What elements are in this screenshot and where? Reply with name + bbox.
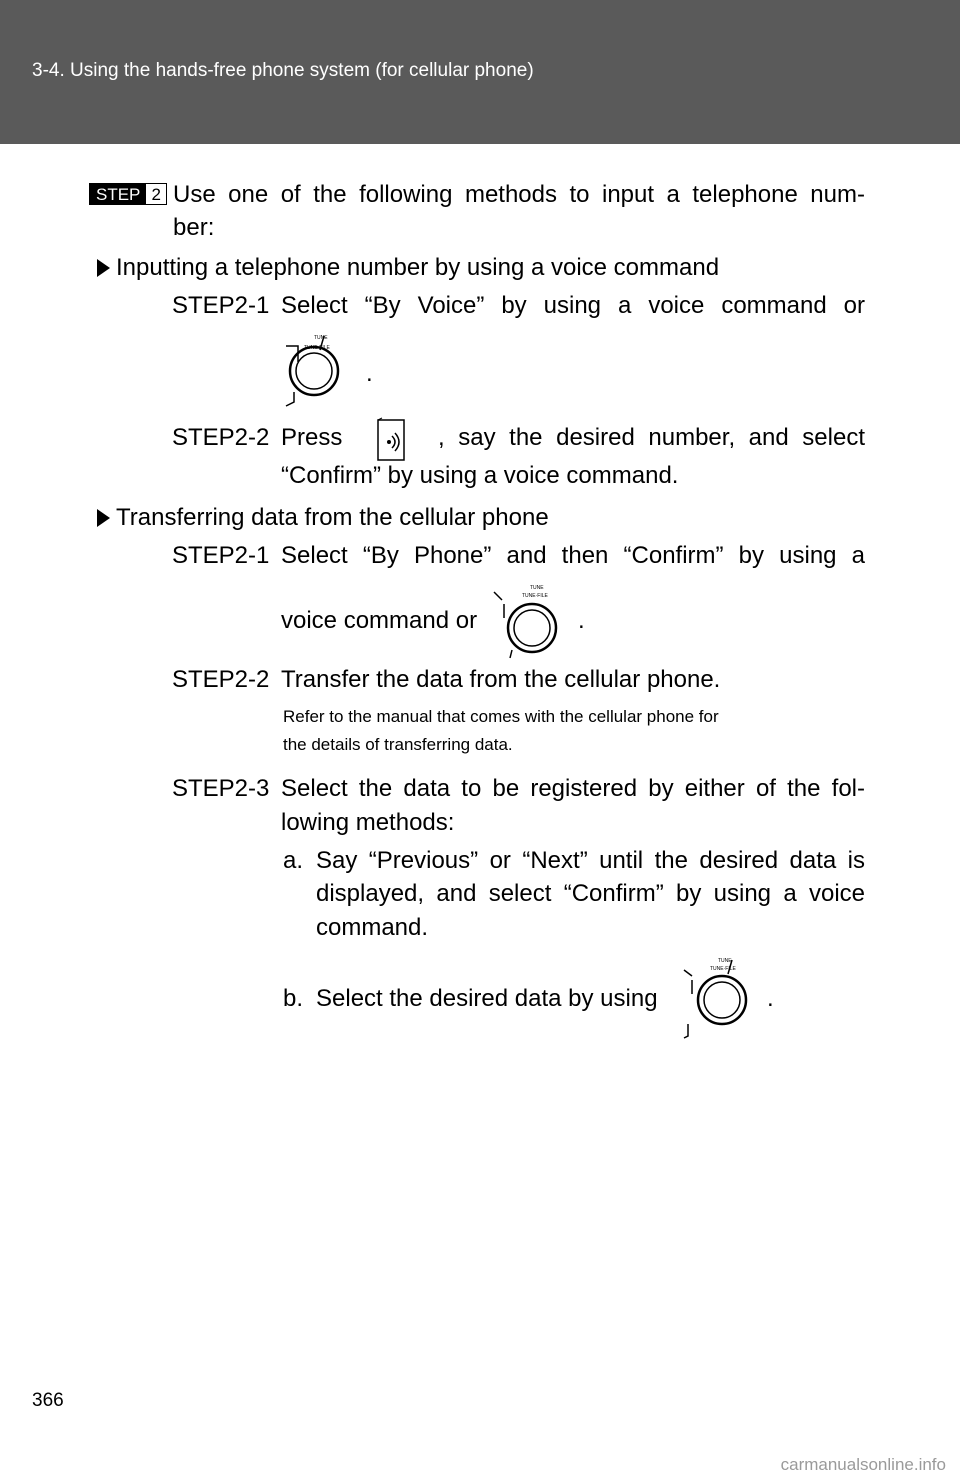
page-number: 366 xyxy=(32,1390,64,1411)
option-text: Select the desired data by using xyxy=(316,985,658,1012)
intro-line-2: ber: xyxy=(173,214,215,241)
step-text-end: . xyxy=(578,607,585,634)
option-text: command. xyxy=(316,914,429,941)
option-text: Say “Previous” or “Next” until the desir… xyxy=(316,847,865,874)
method-phone-heading: Transferring data from the cellular phon… xyxy=(116,504,549,531)
knob-label: TUNE xyxy=(718,958,732,964)
step-text: Select the data to be registered by eith… xyxy=(281,775,865,802)
knob-label: TUNE·FILE xyxy=(522,593,549,599)
tune-file-knob-icon: TUNE TUNE·FILE xyxy=(285,335,340,407)
knob-label: TUNE xyxy=(314,335,328,341)
step-text: Press xyxy=(281,424,343,451)
option-marker: a. xyxy=(283,847,304,874)
step-text: , say the desired number, and select xyxy=(438,424,865,451)
knob-label: TUNE·FILE xyxy=(710,966,737,972)
step-text: “Confirm” by using a voice command. xyxy=(281,462,679,489)
step-text: Transfer the data from the cellular phon… xyxy=(281,666,721,693)
step-badge-label: STEP xyxy=(90,184,147,204)
intro-line-1: Use one of the following methods to inpu… xyxy=(173,181,865,208)
step-text: lowing methods: xyxy=(281,809,455,836)
step-label: STEP2-2 xyxy=(172,666,270,693)
bullet-triangle-icon xyxy=(97,509,110,527)
option-marker: b. xyxy=(283,985,304,1012)
step-text: Select “By Voice” by using a voice comma… xyxy=(281,292,865,319)
step-text: voice command or xyxy=(281,607,478,634)
step-label: STEP2-2 xyxy=(172,424,270,451)
tune-file-knob-icon: TUNE TUNE·FILE xyxy=(493,585,558,659)
step-badge: STEP 2 xyxy=(89,183,167,205)
note-line-1: Refer to the manual that comes with the … xyxy=(283,707,719,726)
knob-label: TUNE xyxy=(530,585,544,591)
step-text-end: . xyxy=(366,360,373,387)
bullet-triangle-icon xyxy=(97,259,110,277)
step-label: STEP2-1 xyxy=(172,542,270,569)
section-title: 3-4. Using the hands-free phone system (… xyxy=(32,60,534,81)
step-label: STEP2-1 xyxy=(172,292,270,319)
step-badge-number: 2 xyxy=(151,185,161,204)
tune-file-knob-icon: TUNE TUNE·FILE xyxy=(683,958,748,1039)
note-line-2: the details of transferring data. xyxy=(283,735,513,754)
footer-watermark: carmanualsonline.info xyxy=(780,1455,946,1474)
option-text: displayed, and select “Confirm” by using… xyxy=(316,880,865,907)
talk-switch-icon xyxy=(377,417,405,461)
knob-label: TUNE·FILE xyxy=(304,345,331,351)
method-voice-heading: Inputting a telephone number by using a … xyxy=(116,254,720,281)
option-text-end: . xyxy=(767,985,774,1012)
step-text: Select “By Phone” and then “Confirm” by … xyxy=(281,542,865,569)
step-label: STEP2-3 xyxy=(172,775,270,802)
page-header: 3-4. Using the hands-free phone system (… xyxy=(0,0,960,144)
